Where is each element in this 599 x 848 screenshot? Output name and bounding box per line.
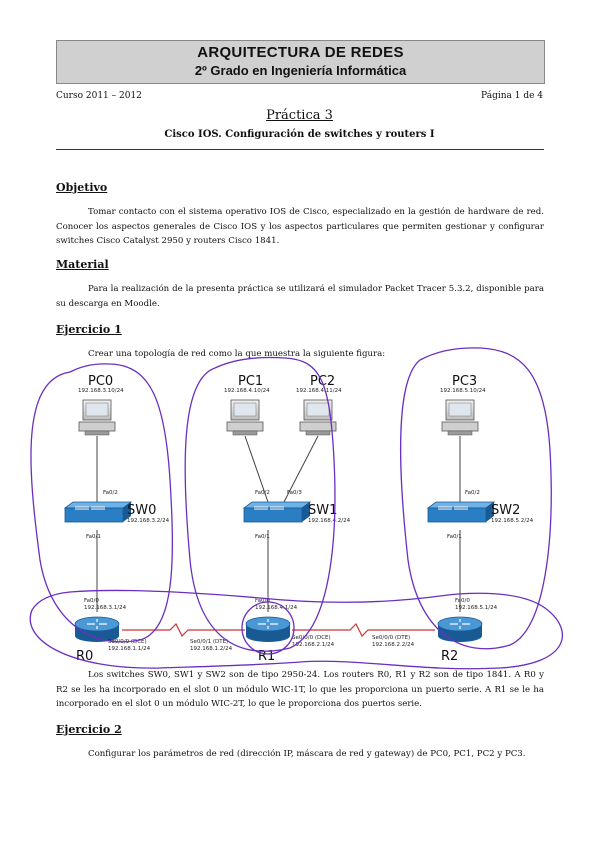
sw2-label: SW2 xyxy=(491,503,520,518)
r1-fa-port: Fa0/0 xyxy=(255,598,270,604)
pc-icons xyxy=(78,399,479,436)
practice-title: Práctica 3 xyxy=(266,108,333,123)
serial-link-r1-r2 xyxy=(292,622,435,638)
pc-icon-1 xyxy=(226,399,264,436)
r2-label: R2 xyxy=(441,649,458,664)
sw0-down-port: Fa0/1 xyxy=(86,534,101,540)
serial-link-r0-r1 xyxy=(122,622,245,638)
course-year: Curso 2011 – 2012 xyxy=(56,91,142,101)
pc3-ip: 192.168.5.10/24 xyxy=(440,388,486,394)
page-number: Página 1 de 4 xyxy=(481,91,543,101)
r0-serial-ip: 192.168.1.1/24 xyxy=(108,646,151,652)
pc2-ip: 192.168.4.11/24 xyxy=(296,388,342,394)
sw1-down-port: Fa0/1 xyxy=(255,534,270,540)
r1-left-serial-ip: 192.168.1.2/24 xyxy=(190,646,233,652)
sw1-up-port-a: Fa0/2 xyxy=(255,490,270,496)
ethernet-links xyxy=(96,435,461,612)
pc0-ip: 192.168.3.10/24 xyxy=(78,388,124,394)
sw0-up-port: Fa0/2 xyxy=(103,490,118,496)
objetivo-paragraph: Tomar contacto con el sistema operativo … xyxy=(56,205,544,249)
course-title: ARQUITECTURA DE REDES xyxy=(197,44,404,61)
pc-icon-0 xyxy=(78,399,116,436)
r0-fa-port: Fa0/0 xyxy=(84,598,99,604)
r1-label: R1 xyxy=(258,649,275,664)
pc-icon-3 xyxy=(441,399,479,436)
router-icons xyxy=(74,616,483,642)
annotation-circle-r1 xyxy=(241,601,295,655)
heading-material: Material xyxy=(56,258,109,271)
r2-serial-port: Se0/0/0 (DTE) xyxy=(372,635,410,641)
r2-serial-ip: 192.168.2.2/24 xyxy=(372,642,415,648)
link-pc1-sw1 xyxy=(244,435,269,503)
pc0-label: PC0 xyxy=(88,374,113,389)
objetivo-text: Tomar contacto con el sistema operativo … xyxy=(56,207,544,246)
sw1-label: SW1 xyxy=(308,503,337,518)
practice-subtitle: Cisco IOS. Configuración de switches y r… xyxy=(164,129,435,140)
serial-links xyxy=(122,622,435,638)
annotation-circle-right xyxy=(400,347,552,650)
ejercicio-2-text: Configurar los parámetros de red (direcc… xyxy=(88,749,526,759)
r2-fa-port: Fa0/0 xyxy=(455,598,470,604)
r1-right-serial-ip: 192.168.2.1/24 xyxy=(292,642,335,648)
ejercicio-1-description: Los switches SW0, SW1 y SW2 son de tipo … xyxy=(56,668,544,712)
r0-fa-ip: 192.168.3.1/24 xyxy=(84,605,127,611)
sw1-up-port-b: Fa0/3 xyxy=(287,490,302,496)
pc1-label: PC1 xyxy=(238,374,263,389)
pc1-ip: 192.168.4.10/24 xyxy=(224,388,270,394)
sw1-ip: 192.168.4.2/24 xyxy=(308,518,351,524)
annotation-circle-left xyxy=(30,363,174,643)
switch-icon-0 xyxy=(63,501,133,523)
ejercicio-1-intro: Crear una topología de red como la que m… xyxy=(56,347,544,362)
annotation-oval-routers xyxy=(29,589,563,670)
annotation-circle-middle xyxy=(184,356,336,652)
sw0-ip: 192.168.3.2/24 xyxy=(127,518,170,524)
switch-icon-1 xyxy=(242,501,312,523)
sw2-ip: 192.168.5.2/24 xyxy=(491,518,534,524)
r2-fa-ip: 192.168.5.1/24 xyxy=(455,605,498,611)
heading-ejercicio-2: Ejercicio 2 xyxy=(56,723,122,736)
r1-right-serial-port: Se0/0/0 (DCE) xyxy=(292,635,331,641)
pc3-label: PC3 xyxy=(452,374,477,389)
material-text: Para la realización de la presenta práct… xyxy=(56,284,544,309)
switch-icons xyxy=(63,501,496,523)
ejercicio-1-description-text: Los switches SW0, SW1 y SW2 son de tipo … xyxy=(56,670,544,709)
sw0-label: SW0 xyxy=(127,503,156,518)
ejercicio-2-paragraph: Configurar los parámetros de red (direcc… xyxy=(56,747,544,762)
heading-objetivo: Objetivo xyxy=(56,181,108,194)
material-paragraph: Para la realización de la presenta práct… xyxy=(56,282,544,311)
router-icon-2 xyxy=(437,616,483,642)
degree-subtitle: 2º Grado en Ingeniería Informática xyxy=(194,63,407,78)
handwritten-annotations xyxy=(29,347,563,670)
r1-fa-ip: 192.168.4.1/24 xyxy=(255,605,298,611)
link-pc2-sw1 xyxy=(283,435,319,503)
sw2-down-port: Fa0/1 xyxy=(447,534,462,540)
title-divider xyxy=(56,149,544,150)
header-banner: ARQUITECTURA DE REDES 2º Grado en Ingeni… xyxy=(56,40,545,84)
switch-icon-2 xyxy=(426,501,496,523)
heading-ejercicio-1: Ejercicio 1 xyxy=(56,323,122,336)
ejercicio-1-intro-text: Crear una topología de red como la que m… xyxy=(88,349,386,359)
router-icon-1 xyxy=(245,616,291,642)
r1-left-serial-port: Se0/0/1 (DTE) xyxy=(190,639,228,645)
sw2-up-port: Fa0/2 xyxy=(465,490,480,496)
